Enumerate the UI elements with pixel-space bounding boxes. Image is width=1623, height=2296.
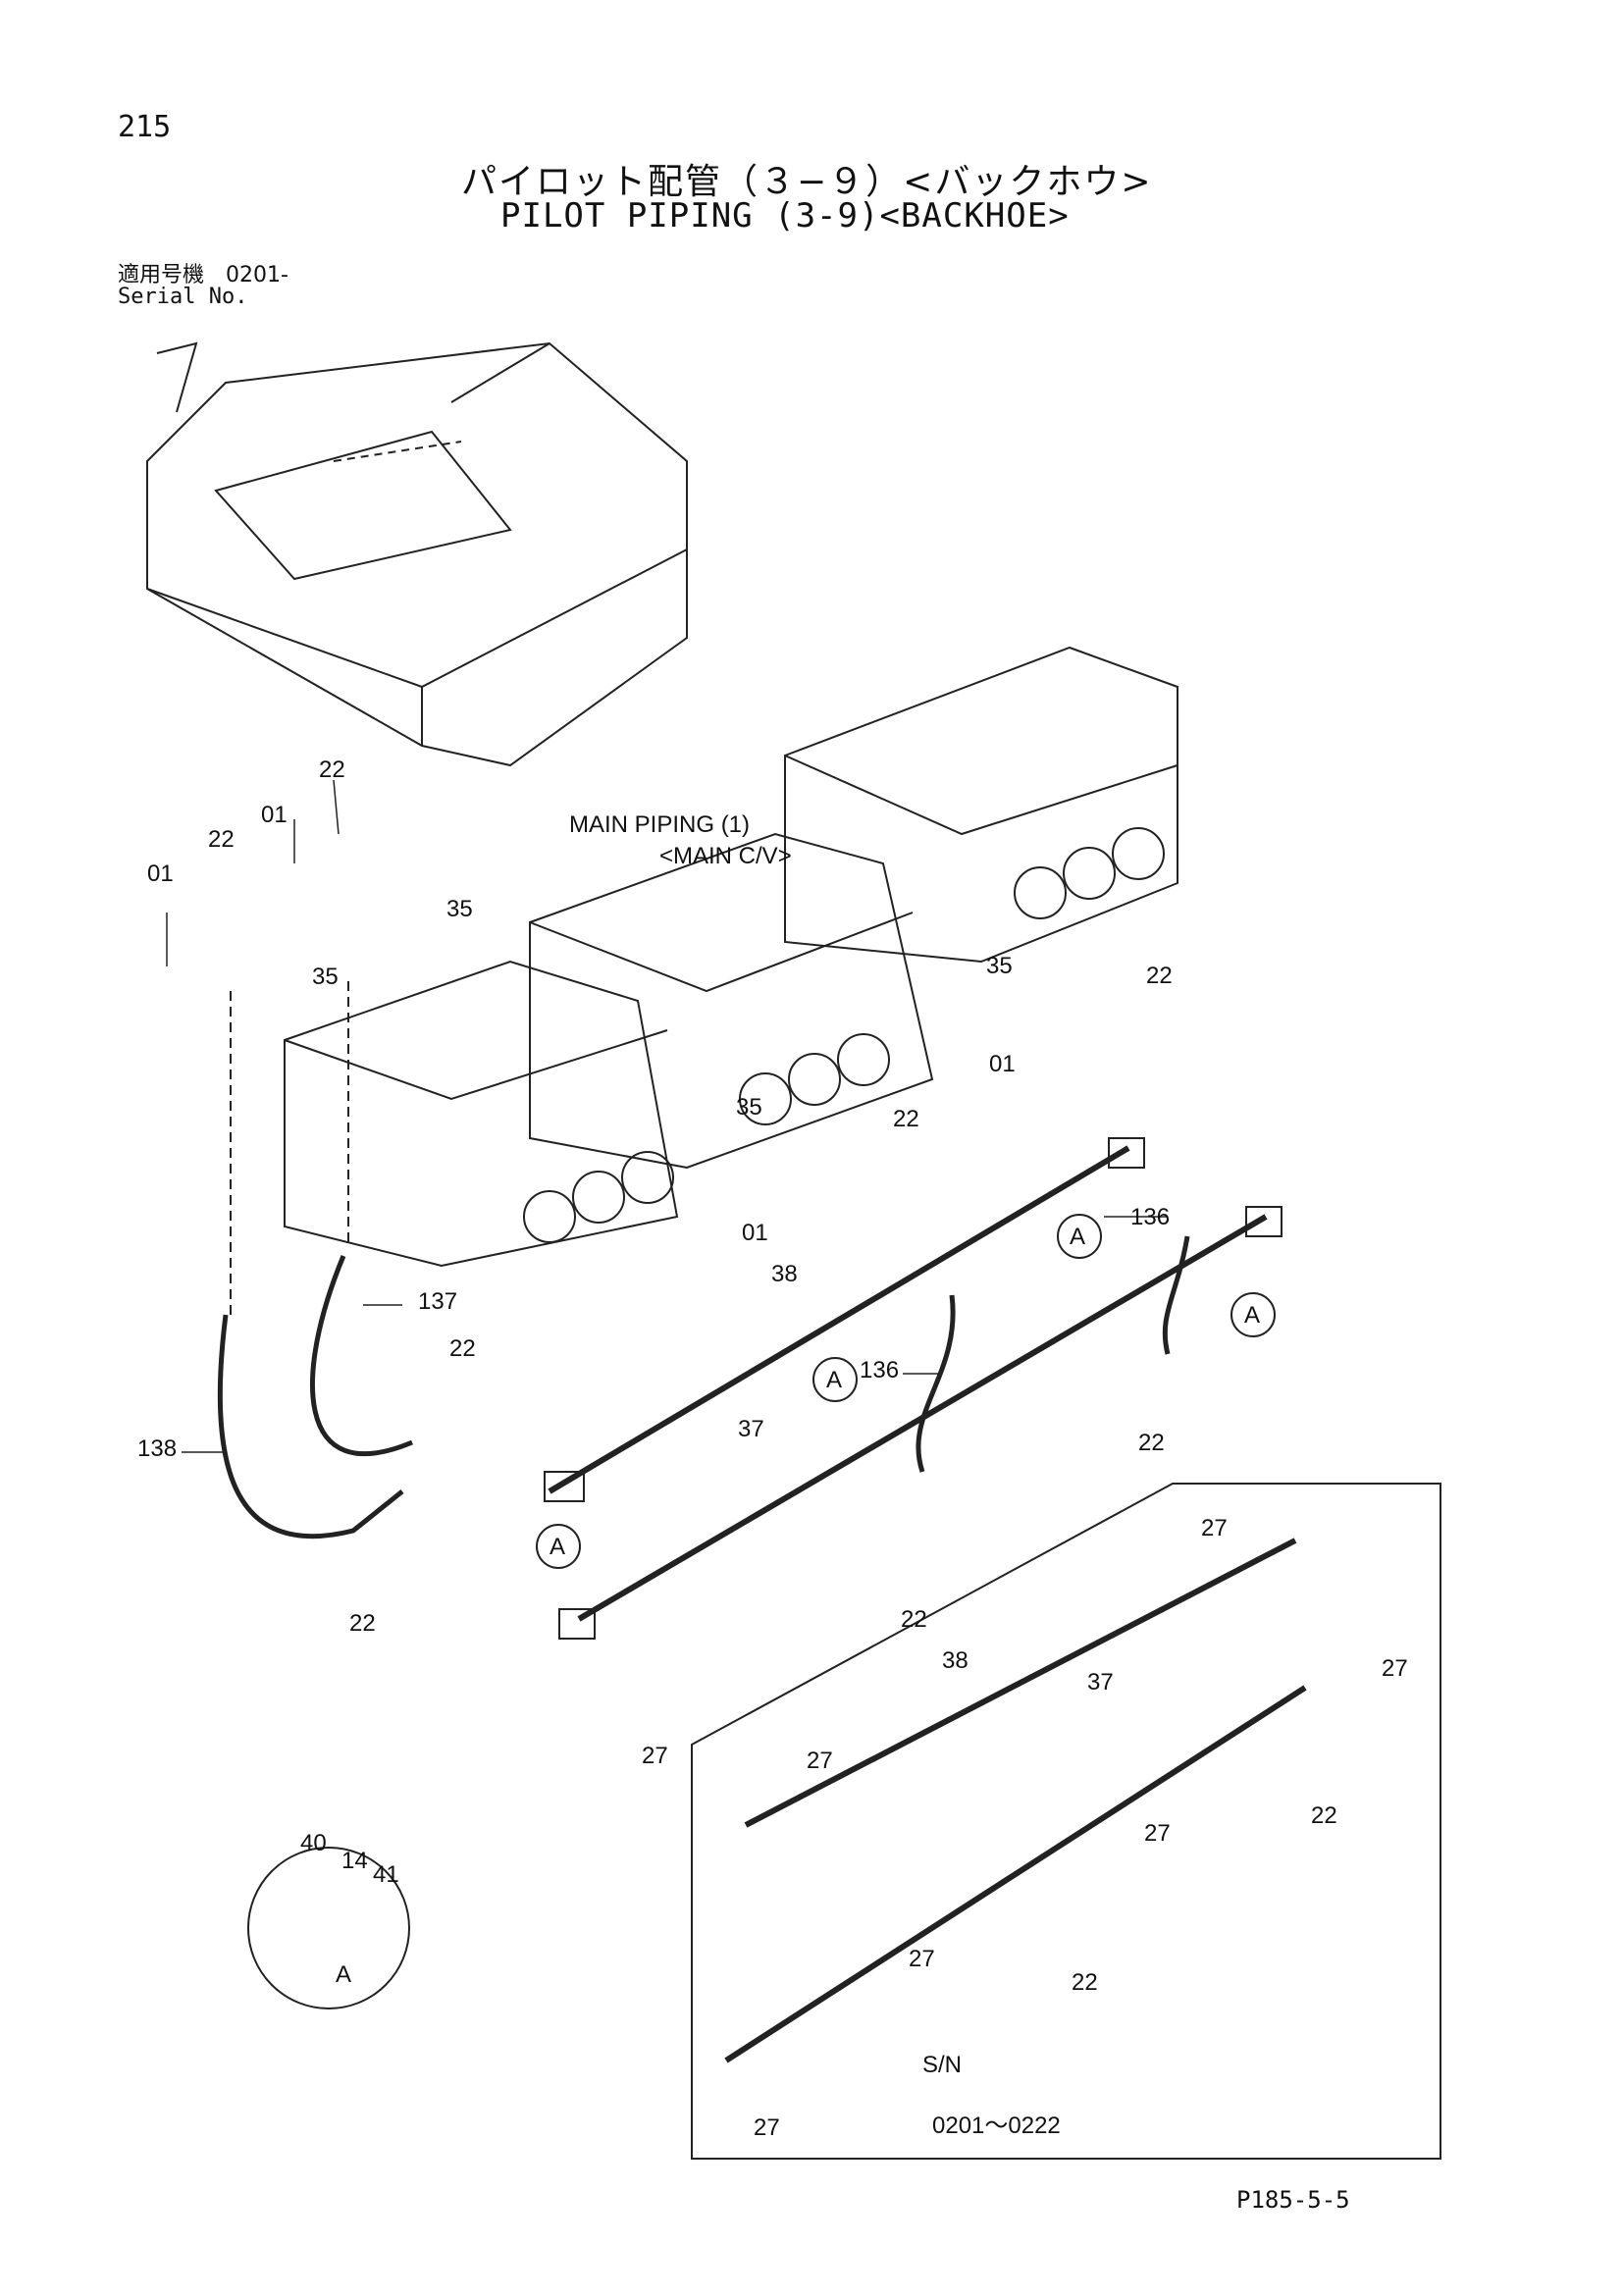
part-label-22: 22 (208, 826, 235, 853)
part-label-27: 27 (754, 2114, 780, 2141)
part-label-22: 22 (349, 1610, 376, 1637)
part-label-14: 14 (341, 1848, 368, 1874)
part-label-27: 27 (1201, 1515, 1228, 1541)
part-label-22: 22 (449, 1335, 476, 1362)
part-label-35: 35 (736, 1094, 762, 1121)
part-label-136: 136 (1130, 1204, 1170, 1230)
page-number: 215 (118, 110, 172, 144)
part-label-22: 22 (1146, 963, 1173, 989)
part-label-27: 27 (1382, 1655, 1408, 1682)
part-label-22: 22 (319, 757, 345, 783)
hose-lines (217, 981, 1190, 1539)
part-label-27: 27 (807, 1748, 833, 1774)
detail-a-marker: A (550, 1534, 565, 1560)
part-label-01: 01 (147, 861, 174, 887)
part-label-35: 35 (986, 953, 1013, 979)
part-label-01: 01 (989, 1051, 1016, 1077)
part-label-137: 137 (418, 1288, 457, 1315)
part-label-22: 22 (1311, 1802, 1337, 1829)
part-label-37: 37 (1087, 1669, 1114, 1696)
drawing-code: P185-5-5 (1236, 2186, 1350, 2214)
main-piping-label: MAIN PIPING (1) (569, 811, 750, 838)
title-english: PILOT PIPING (3-9)<BACKHOE> (500, 196, 1070, 235)
part-label-38: 38 (942, 1647, 969, 1674)
part-label-138: 138 (137, 1435, 177, 1462)
part-label-22: 22 (901, 1606, 927, 1633)
part-label-136: 136 (860, 1357, 899, 1383)
detail-a-circle (247, 1847, 410, 2009)
part-label-37: 37 (738, 1416, 764, 1442)
sn-range: 0201～0222 (932, 2113, 1061, 2139)
serial-label-english: Serial No. (118, 285, 248, 309)
sn-label: S/N (922, 2052, 962, 2078)
part-label-22: 22 (893, 1106, 919, 1132)
detail-frame (691, 1483, 1441, 2160)
part-label-22: 22 (1072, 1969, 1098, 1996)
part-label-27: 27 (1144, 1820, 1171, 1847)
detail-a-marker: A (1244, 1302, 1260, 1329)
detail-a-marker: A (1070, 1224, 1085, 1250)
title-japanese: パイロット配管（３−９）<バックホウ> (461, 162, 1153, 202)
part-label-01: 01 (742, 1220, 768, 1246)
machine-body-outline (146, 341, 688, 767)
part-label-35: 35 (312, 964, 339, 990)
part-label-27: 27 (642, 1743, 668, 1769)
main-control-valve (284, 646, 1178, 1268)
part-label-41: 41 (373, 1861, 399, 1888)
part-label-27: 27 (909, 1946, 935, 1972)
pipe-assemblies (544, 1137, 1307, 2063)
part-label-38: 38 (771, 1261, 798, 1287)
main-cv-label: <MAIN C/V> (659, 843, 792, 869)
detail-a-marker: A (826, 1367, 842, 1393)
part-label-40: 40 (300, 1830, 327, 1856)
part-label-22: 22 (1138, 1430, 1165, 1456)
detail-a-label: A (336, 1961, 351, 1988)
part-label-01: 01 (261, 802, 288, 828)
part-label-35: 35 (446, 896, 473, 922)
serial-label-japanese: 適用号機 0201- (118, 263, 288, 287)
